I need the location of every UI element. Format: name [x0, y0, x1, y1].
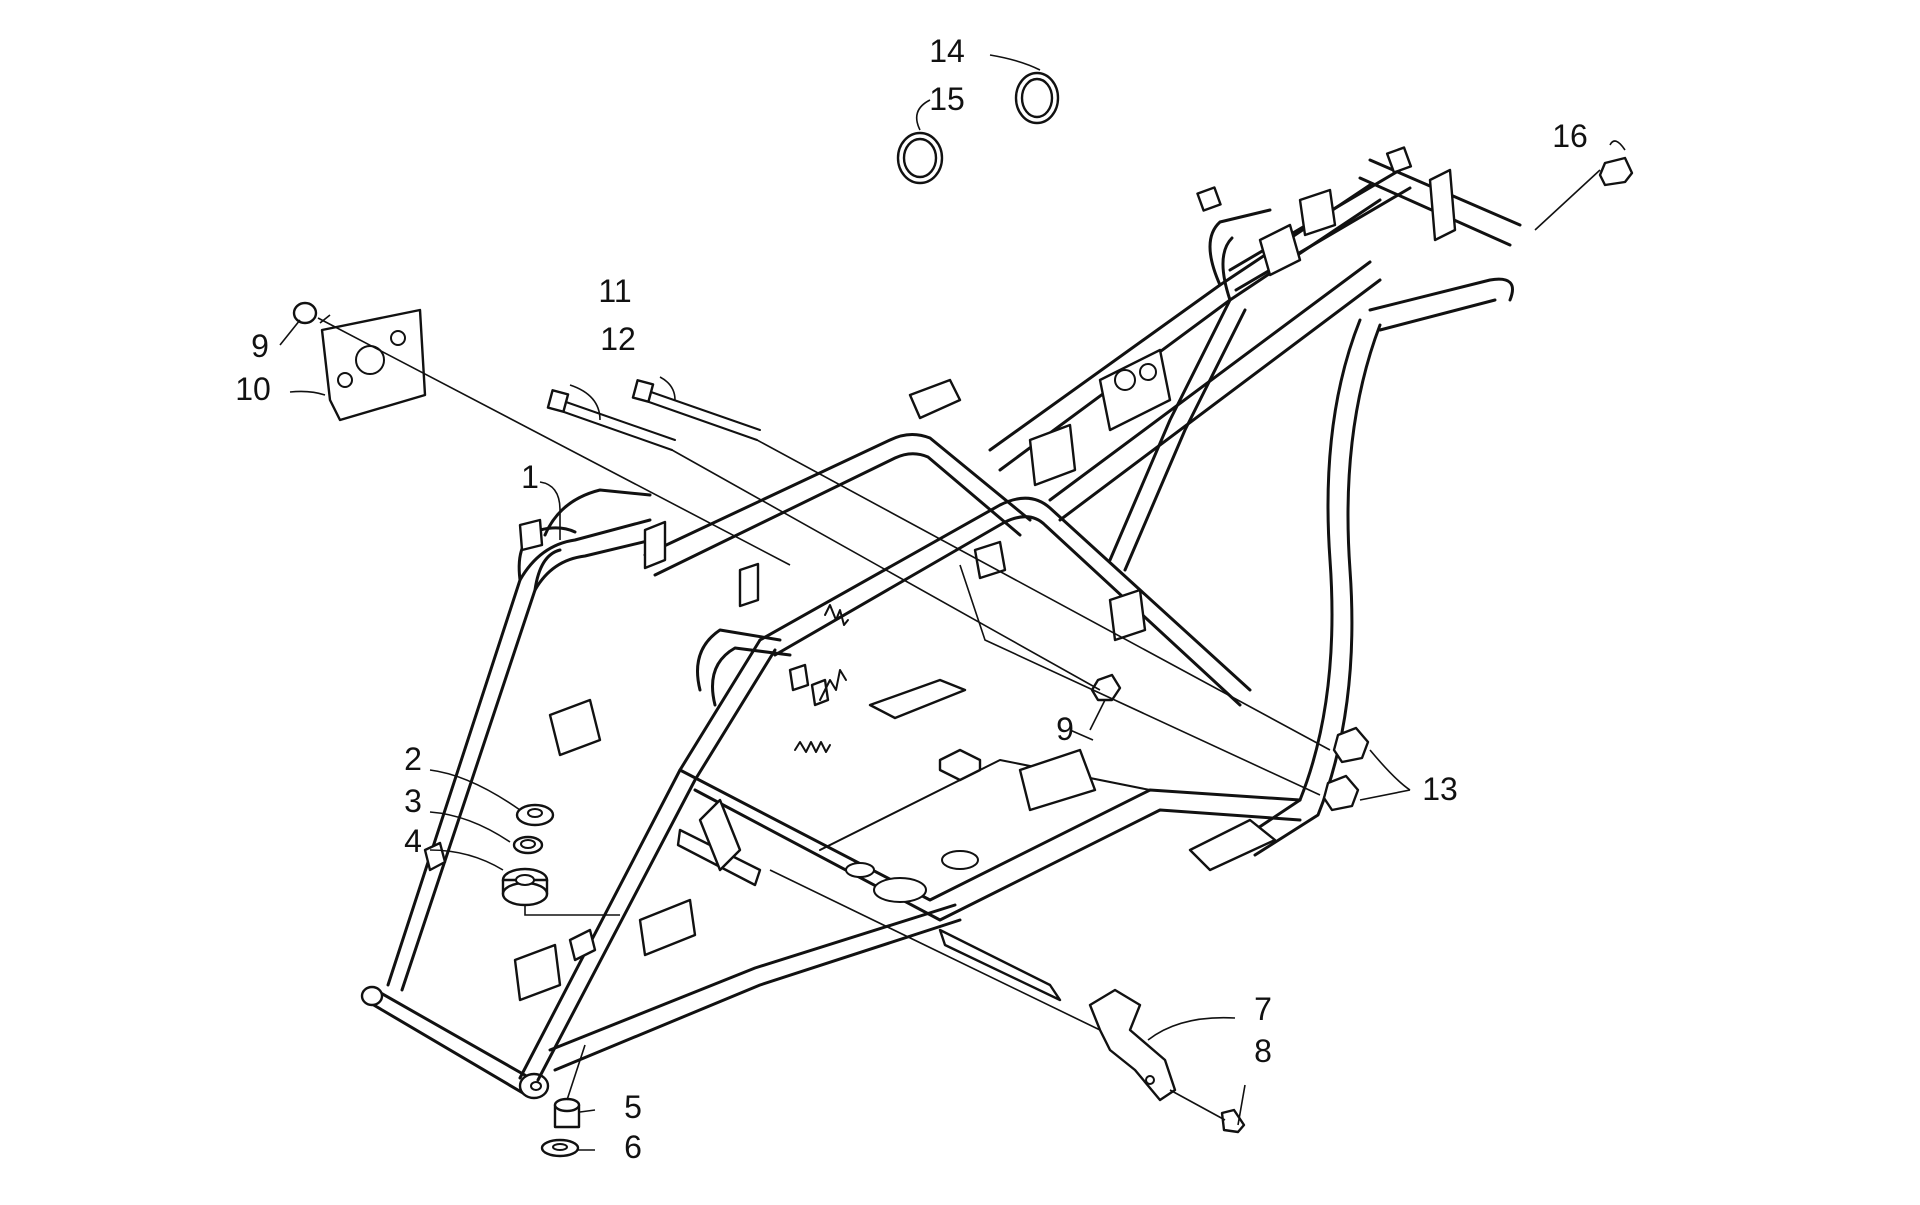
- washer-6: [540, 1138, 580, 1158]
- callout-7: 7: [1254, 991, 1272, 1027]
- callout-labels: 1 2 3 4 5 6 7 8 9 9 10 11 12 13 14 15 16: [235, 33, 1588, 1165]
- callout-8: 8: [1254, 1033, 1272, 1069]
- bolt-8: [1220, 1108, 1246, 1134]
- front-bumper-loop: [517, 488, 792, 707]
- footrests: [676, 678, 1277, 1002]
- spring-hook: [824, 604, 849, 626]
- callout-11: 11: [598, 273, 631, 309]
- callout-10: 10: [235, 371, 271, 407]
- bracket-7: [1088, 988, 1177, 1102]
- callout-13: 13: [1422, 771, 1458, 807]
- callout-1: 1: [521, 459, 539, 495]
- nut-13-lower: [1322, 774, 1360, 812]
- lock-washer-3: [512, 835, 544, 855]
- clamp-14: [1014, 71, 1060, 125]
- bolt-11: [546, 389, 676, 451]
- leader-lines: [279, 54, 1626, 1151]
- callout-2: 2: [404, 741, 422, 777]
- callout-14: 14: [929, 33, 965, 69]
- callout-9-left: 9: [251, 328, 269, 364]
- lower-floor: [678, 748, 1302, 922]
- loose-parts: [292, 71, 1634, 1158]
- callout-12: 12: [600, 321, 636, 357]
- clamp-15: [896, 131, 944, 185]
- frame-brackets: [423, 168, 1457, 1002]
- bolt-12: [631, 379, 761, 441]
- bushing-4: [501, 867, 549, 907]
- bushing-5: [553, 1097, 581, 1129]
- callout-5: 5: [624, 1089, 642, 1125]
- nut-9-left: [292, 301, 318, 325]
- rear-down-tubes: [1108, 298, 1382, 857]
- washer-2: [515, 803, 555, 827]
- frame-spring: [794, 669, 847, 753]
- frame-assembly: [360, 146, 1522, 1100]
- callout-9-right: 9: [1056, 711, 1074, 747]
- callout-16: 16: [1552, 118, 1588, 154]
- front-upright-tubes: [386, 518, 962, 1082]
- callout-3: 3: [404, 783, 422, 819]
- front-crossbar: [360, 985, 550, 1100]
- callout-4: 4: [404, 823, 422, 859]
- callout-15: 15: [929, 81, 965, 117]
- cap-nut-16: [1598, 156, 1634, 187]
- nut-13-upper: [1332, 726, 1370, 764]
- rear-rack: [1196, 146, 1522, 332]
- callout-6: 6: [624, 1129, 642, 1165]
